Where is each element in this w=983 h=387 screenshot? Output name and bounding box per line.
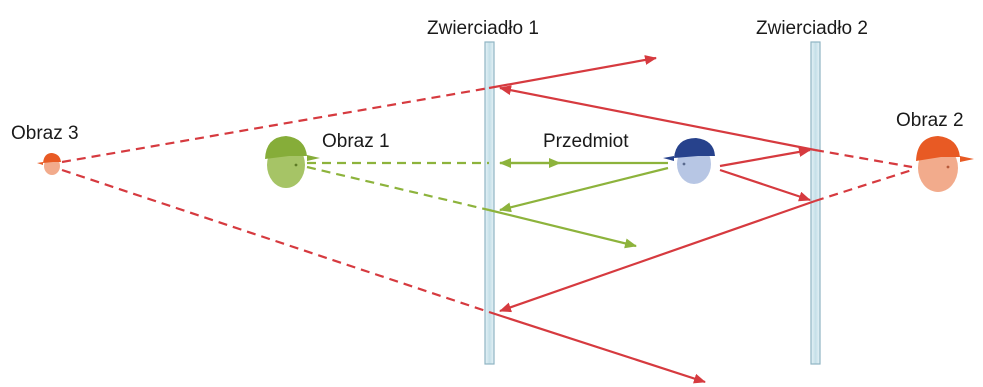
red-ray-exit-upper [488,55,657,90]
red-virtual-ray-image3-upper [61,86,490,164]
red-ray-object-to-mirror2-upper [719,147,811,168]
red-ray-object-to-mirror2-lower [719,168,811,202]
green-virtual-ray-2 [306,165,490,212]
red-virtual-ray-image2-upper [814,148,913,169]
image3-head-icon [37,153,61,175]
green-ray-reflected [488,208,637,249]
red-virtual-ray-image3-lower [61,168,490,314]
image3-label: Obraz 3 [11,123,79,144]
mirror-1 [484,41,495,365]
image1-label: Obraz 1 [322,131,390,152]
mirror2-label: Zwierciadło 2 [756,18,868,39]
red-virtual-ray-image2-lower [814,168,913,203]
mirror1-label: Zwierciadło 1 [427,18,539,39]
object-head-icon [663,138,715,184]
image2-head-icon [916,136,974,192]
green-ray-object-to-mirror1-oblique [499,166,669,213]
red-ray-mirror2-to-mirror1-lower [499,199,816,313]
image1-head-icon [265,136,320,188]
red-ray-mirror2-to-mirror1-upper [499,85,816,152]
image2-label: Obraz 2 [896,110,964,131]
red-ray-exit-lower [488,310,706,384]
object-label: Przedmiot [543,131,629,152]
